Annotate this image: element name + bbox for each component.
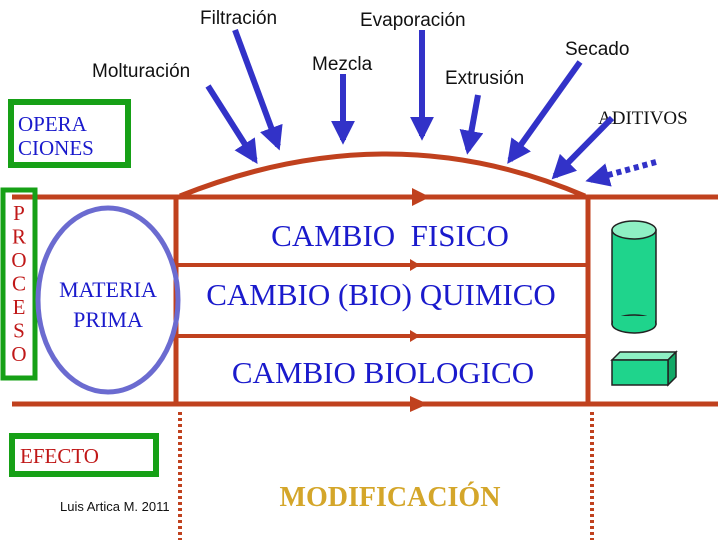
dashed-dividers bbox=[178, 412, 594, 540]
materia-prima-line1: MATERIA bbox=[59, 277, 157, 302]
author-label: Luis Artica M. 2011 bbox=[60, 499, 170, 514]
operation-arrows bbox=[205, 28, 657, 187]
flow-arrowhead-top bbox=[412, 188, 430, 206]
materia-prima-circle bbox=[35, 205, 181, 395]
arrow-aditivos-dashed bbox=[585, 159, 657, 187]
proceso-letter: E bbox=[13, 295, 26, 319]
proceso-letter: O bbox=[11, 248, 26, 272]
cambio-bio-quimico: CAMBIO (BIO) QUIMICO bbox=[206, 277, 556, 312]
modificacion-label: MODIFICACIÓN bbox=[280, 482, 501, 513]
arrow-secado bbox=[507, 60, 583, 164]
operaciones-line2: CIONES bbox=[18, 136, 94, 160]
cambio-fisico: CAMBIO FISICO bbox=[271, 218, 509, 253]
label-secado: Secado bbox=[565, 39, 629, 60]
label-mezcla: Mezcla bbox=[312, 54, 373, 75]
arrow-filtracion bbox=[232, 28, 283, 151]
flow-arrowhead-mid-1 bbox=[410, 259, 420, 271]
flow-arrowhead-mid-2 bbox=[410, 330, 420, 342]
proceso-letter: O bbox=[11, 342, 26, 366]
flow-arc bbox=[179, 151, 586, 199]
label-evaporacion: Evaporación bbox=[360, 10, 466, 31]
arrow-aditivos bbox=[551, 115, 615, 180]
proceso-letter: P bbox=[13, 201, 25, 225]
proceso-letter: R bbox=[12, 225, 26, 249]
materia-prima-line2: PRIMA bbox=[73, 307, 143, 332]
flow-structure bbox=[12, 151, 718, 407]
cylinder-shape bbox=[611, 220, 657, 334]
proceso-letter: S bbox=[13, 319, 25, 343]
label-filtracion: Filtración bbox=[200, 8, 277, 29]
label-molturacion: Molturación bbox=[92, 61, 190, 82]
efecto-label: EFECTO bbox=[20, 444, 99, 468]
label-extrusion: Extrusión bbox=[445, 68, 524, 89]
proceso-letter: C bbox=[12, 272, 26, 296]
flow-arrowheads bbox=[410, 188, 430, 412]
arrow-extrusion bbox=[459, 94, 484, 155]
efecto-box bbox=[9, 433, 159, 477]
operaciones-box bbox=[8, 99, 131, 168]
cambio-biologico: CAMBIO BIOLOGICO bbox=[232, 355, 534, 390]
flow-arrowhead-bottom bbox=[410, 396, 428, 412]
label-aditivos: ADITIVOS bbox=[598, 108, 688, 129]
operaciones-line1: OPERA bbox=[18, 112, 88, 136]
arrow-molturacion bbox=[205, 84, 258, 165]
proceso-box bbox=[0, 187, 38, 381]
box-shape bbox=[610, 350, 678, 387]
